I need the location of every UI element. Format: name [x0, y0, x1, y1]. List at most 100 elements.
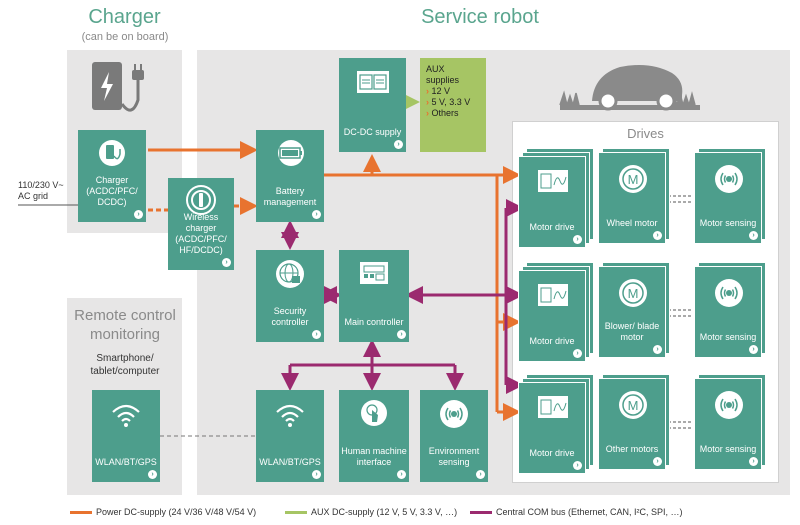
- security-controller-block: Security controller ›: [256, 250, 324, 342]
- chevron-right-icon: ›: [312, 330, 321, 339]
- chevron-right-icon: ›: [573, 235, 582, 244]
- battery-block: Battery management ›: [256, 130, 324, 222]
- dcdc-block: DC-DC supply ›: [339, 58, 406, 152]
- chevron-right-icon: ›: [148, 470, 157, 479]
- chevron-right-icon: ›: [222, 258, 231, 267]
- battery-icon: [278, 140, 304, 166]
- motor-label: Blower/ blade motor: [604, 321, 660, 342]
- motor-drive-block: Motor drive ›: [518, 156, 586, 248]
- motor-sensing-block: Motor sensing ›: [694, 152, 762, 244]
- dcdc-icon: [357, 71, 389, 93]
- charger-icon: [99, 140, 125, 166]
- motor-m-icon: M: [619, 165, 647, 193]
- main-controller-label: Main controller: [344, 317, 404, 327]
- motor-label: Wheel motor: [606, 218, 658, 228]
- wireless-icon: [186, 185, 216, 215]
- svg-text:M: M: [628, 172, 639, 187]
- aux-item: › Others: [426, 108, 459, 118]
- sensor-icon: [440, 400, 468, 428]
- wireless-charger-label: Wireless charger (ACDC/PFC/ HF/DCDC): [175, 212, 227, 255]
- remote-title: Remote control monitoring: [74, 307, 176, 343]
- legend-power: Power DC-supply (24 V/36 V/48 V/54 V): [70, 507, 256, 517]
- charger-block: Charger (ACDC/PFC/ DCDC) ›: [78, 130, 146, 222]
- chevron-right-icon: ›: [394, 140, 403, 149]
- legend-com: Central COM bus (Ethernet, CAN, I²C, SPI…: [470, 507, 683, 517]
- chevron-right-icon: ›: [653, 345, 662, 354]
- chevron-right-icon: ›: [312, 470, 321, 479]
- chevron-right-icon: ›: [476, 470, 485, 479]
- motor-drive-label: Motor drive: [529, 222, 575, 232]
- aux-title: AUX supplies: [426, 64, 460, 85]
- motor-sensing-label: Motor sensing: [699, 444, 757, 454]
- globe-lock-icon: [276, 260, 304, 288]
- motor-drive-icon: [538, 170, 568, 192]
- sensor-icon: [715, 279, 743, 307]
- charger-plug-icon: [92, 62, 144, 112]
- chevron-right-icon: ›: [653, 457, 662, 466]
- motor-drive-icon: [538, 284, 568, 306]
- remote-subtitle: Smartphone/ tablet/computer: [90, 353, 160, 377]
- sensor-icon: [715, 165, 743, 193]
- legend-swatch-green: [285, 511, 307, 515]
- dcdc-label: DC-DC supply: [343, 127, 402, 137]
- legend-aux: AUX DC-supply (12 V, 5 V, 3.3 V, …): [285, 507, 457, 517]
- wlan-robot-block: WLAN/BT/GPS ›: [256, 390, 324, 482]
- robot-mower-icon: [559, 65, 700, 111]
- motor-block: M Blower/ blade motor ›: [598, 266, 666, 358]
- chevron-right-icon: ›: [134, 210, 143, 219]
- chevron-right-icon: ›: [573, 349, 582, 358]
- chevron-right-icon: ›: [749, 231, 758, 240]
- grid-label: 110/230 V~ AC grid: [18, 180, 64, 201]
- motor-drive-block: Motor drive ›: [518, 270, 586, 362]
- chevron-right-icon: ›: [653, 231, 662, 240]
- motor-m-icon: M: [619, 391, 647, 419]
- chip-icon: [360, 262, 388, 284]
- charger-subtitle: (can be on board): [81, 31, 169, 43]
- charger-label: Charger (ACDC/PFC/ DCDC): [86, 175, 138, 207]
- service-robot-title: Service robot: [421, 6, 539, 28]
- drives-title: Drives: [627, 126, 664, 141]
- motor-sensing-label: Motor sensing: [699, 218, 757, 228]
- motor-block: M Wheel motor ›: [598, 152, 666, 244]
- motor-drive-label: Motor drive: [529, 336, 575, 346]
- sensor-icon: [715, 391, 743, 419]
- hmi-block: Human machine interface ›: [339, 390, 409, 482]
- chevron-right-icon: ›: [312, 210, 321, 219]
- chevron-right-icon: ›: [749, 345, 758, 354]
- svg-text:M: M: [628, 286, 639, 301]
- chevron-right-icon: ›: [573, 461, 582, 470]
- motor-sensing-block: Motor sensing ›: [694, 378, 762, 470]
- hmi-label: Human machine interface: [341, 446, 407, 467]
- chevron-right-icon: ›: [749, 457, 758, 466]
- legend-swatch-orange: [70, 511, 92, 515]
- chevron-right-icon: ›: [397, 330, 406, 339]
- charger-title: Charger: [88, 6, 161, 28]
- motor-block: M Other motors ›: [598, 378, 666, 470]
- wlan-remote-label: WLAN/BT/GPS: [95, 457, 157, 467]
- motor-m-icon: M: [619, 279, 647, 307]
- wireless-charger-block: Wireless charger (ACDC/PFC/ HF/DCDC) ›: [168, 178, 234, 270]
- battery-label: Battery management: [263, 186, 317, 207]
- motor-sensing-block: Motor sensing ›: [694, 266, 762, 358]
- wifi-icon: [112, 404, 140, 427]
- aux-item: › 12 V: [426, 86, 451, 96]
- motor-drive-label: Motor drive: [529, 448, 575, 458]
- wifi-icon: [276, 404, 304, 427]
- legend-swatch-purple: [470, 511, 492, 515]
- motor-drive-icon: [538, 396, 568, 418]
- env-sensing-block: Environment sensing ›: [420, 390, 488, 482]
- security-controller-label: Security controller: [271, 306, 309, 327]
- aux-item: › 5 V, 3.3 V: [426, 97, 471, 107]
- svg-text:M: M: [628, 398, 639, 413]
- wlan-robot-label: WLAN/BT/GPS: [259, 457, 321, 467]
- chevron-right-icon: ›: [397, 470, 406, 479]
- main-controller-block: Main controller ›: [339, 250, 409, 342]
- motor-sensing-label: Motor sensing: [699, 332, 757, 342]
- env-sensing-label: Environment sensing: [428, 446, 480, 467]
- wlan-remote-block: WLAN/BT/GPS ›: [92, 390, 160, 482]
- touch-icon: [361, 400, 387, 426]
- motor-label: Other motors: [605, 444, 659, 454]
- motor-drive-block: Motor drive ›: [518, 382, 586, 474]
- aux-supplies-box: AUX supplies › 12 V › 5 V, 3.3 V › Other…: [420, 58, 486, 152]
